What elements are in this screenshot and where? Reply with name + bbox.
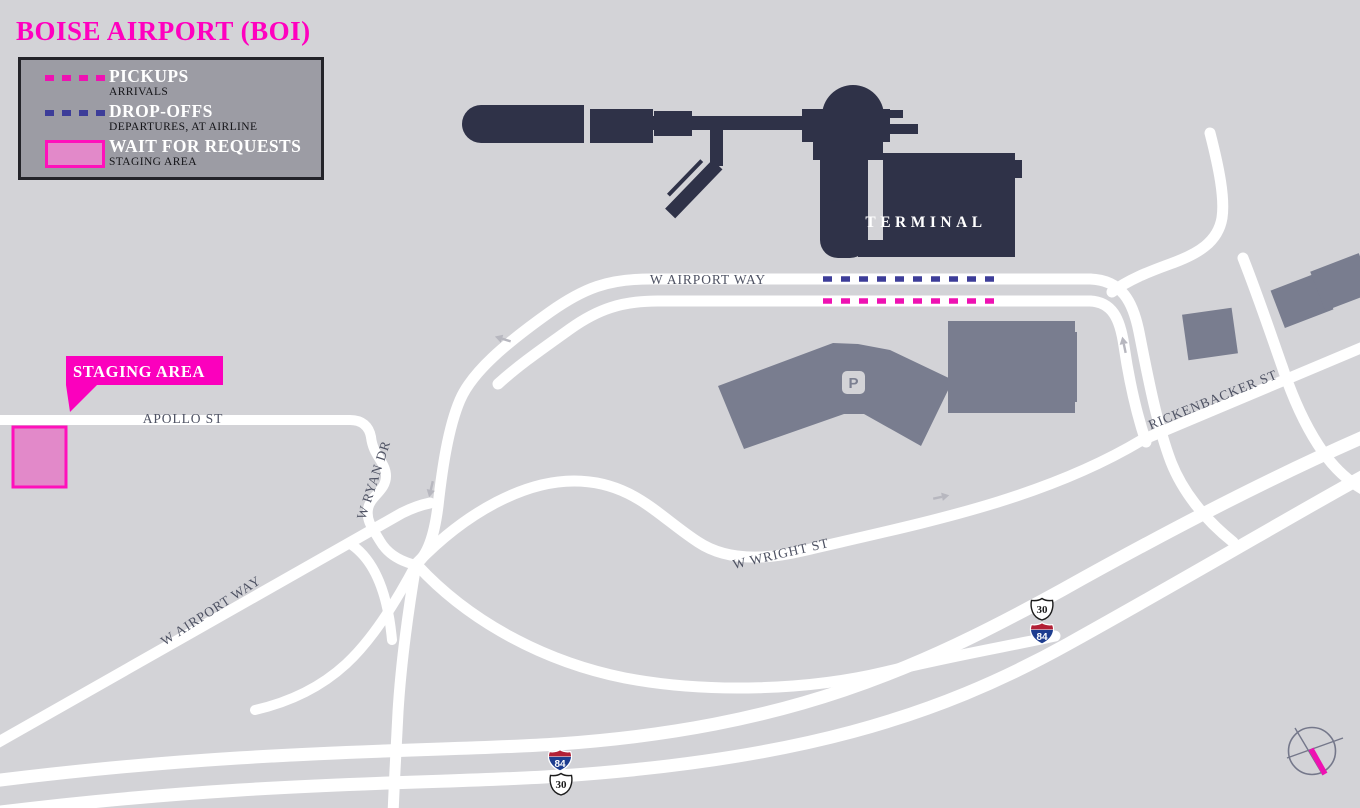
buildings bbox=[718, 253, 1360, 449]
road-ramp-freeway-merge bbox=[412, 560, 1061, 694]
legend-row-pickups: PICKUPS ARRIVALS bbox=[31, 67, 311, 99]
terminal-label: TERMINAL bbox=[865, 214, 986, 231]
page-title: BOISE AIRPORT (BOI) bbox=[16, 16, 311, 46]
legend-wait-label: WAIT FOR REQUESTS bbox=[109, 136, 302, 156]
legend-row-dropoffs: DROP-OFFS DEPARTURES, AT AIRLINE bbox=[31, 102, 311, 134]
road-ryan bbox=[362, 432, 417, 569]
road-airport-way-lower bbox=[492, 295, 1096, 390]
parking-icon: P bbox=[842, 371, 865, 394]
road-freeway-upper bbox=[0, 431, 1360, 787]
rental-building bbox=[948, 321, 1075, 413]
road-north-hook bbox=[1106, 127, 1229, 298]
road-label-airport-way-top: W AIRPORT WAY bbox=[650, 272, 766, 287]
road-airport-way-upper bbox=[410, 273, 1096, 570]
road-airport-way-sw bbox=[0, 497, 436, 748]
dropoffs-swatch bbox=[45, 110, 109, 116]
rental-building-tab bbox=[1070, 332, 1077, 402]
legend-pickups-label: PICKUPS bbox=[109, 66, 189, 86]
road-wright-rickenbacker bbox=[410, 342, 1360, 570]
legend-dropoffs-label: DROP-OFFS bbox=[109, 101, 213, 121]
parking-garage-building bbox=[718, 343, 953, 449]
road-label-apollo: APOLLO ST bbox=[143, 411, 223, 426]
road-freeway-lower bbox=[0, 470, 1360, 808]
building-ne-2 bbox=[1310, 253, 1360, 311]
road-loop-right-outer bbox=[1084, 273, 1239, 548]
building-square bbox=[1182, 307, 1238, 361]
legend-row-wait: WAIT FOR REQUESTS STAGING AREA bbox=[31, 137, 311, 169]
parking-p-label: P bbox=[848, 375, 858, 392]
road-north-south bbox=[1237, 252, 1360, 494]
legend-pickups-sublabel: ARRIVALS bbox=[109, 86, 169, 98]
road-connector-arc bbox=[347, 540, 397, 645]
staging-swatch bbox=[45, 140, 105, 168]
road-network bbox=[0, 127, 1360, 808]
staging-area-callout bbox=[66, 356, 223, 412]
pickups-swatch bbox=[45, 75, 109, 81]
legend: PICKUPS ARRIVALS DROP-OFFS DEPARTURES, A… bbox=[18, 57, 324, 180]
compass-icon bbox=[1286, 726, 1344, 776]
legend-dropoffs-sublabel: DEPARTURES, AT AIRLINE bbox=[109, 121, 258, 133]
road-ramp-left bbox=[250, 559, 421, 715]
road-vertical-south bbox=[387, 558, 422, 808]
legend-wait-sublabel: STAGING AREA bbox=[109, 156, 197, 168]
staging-area-callout-label: STAGING AREA bbox=[73, 362, 205, 381]
staging-area-zone bbox=[11, 425, 68, 489]
terminal-building bbox=[462, 85, 1022, 258]
